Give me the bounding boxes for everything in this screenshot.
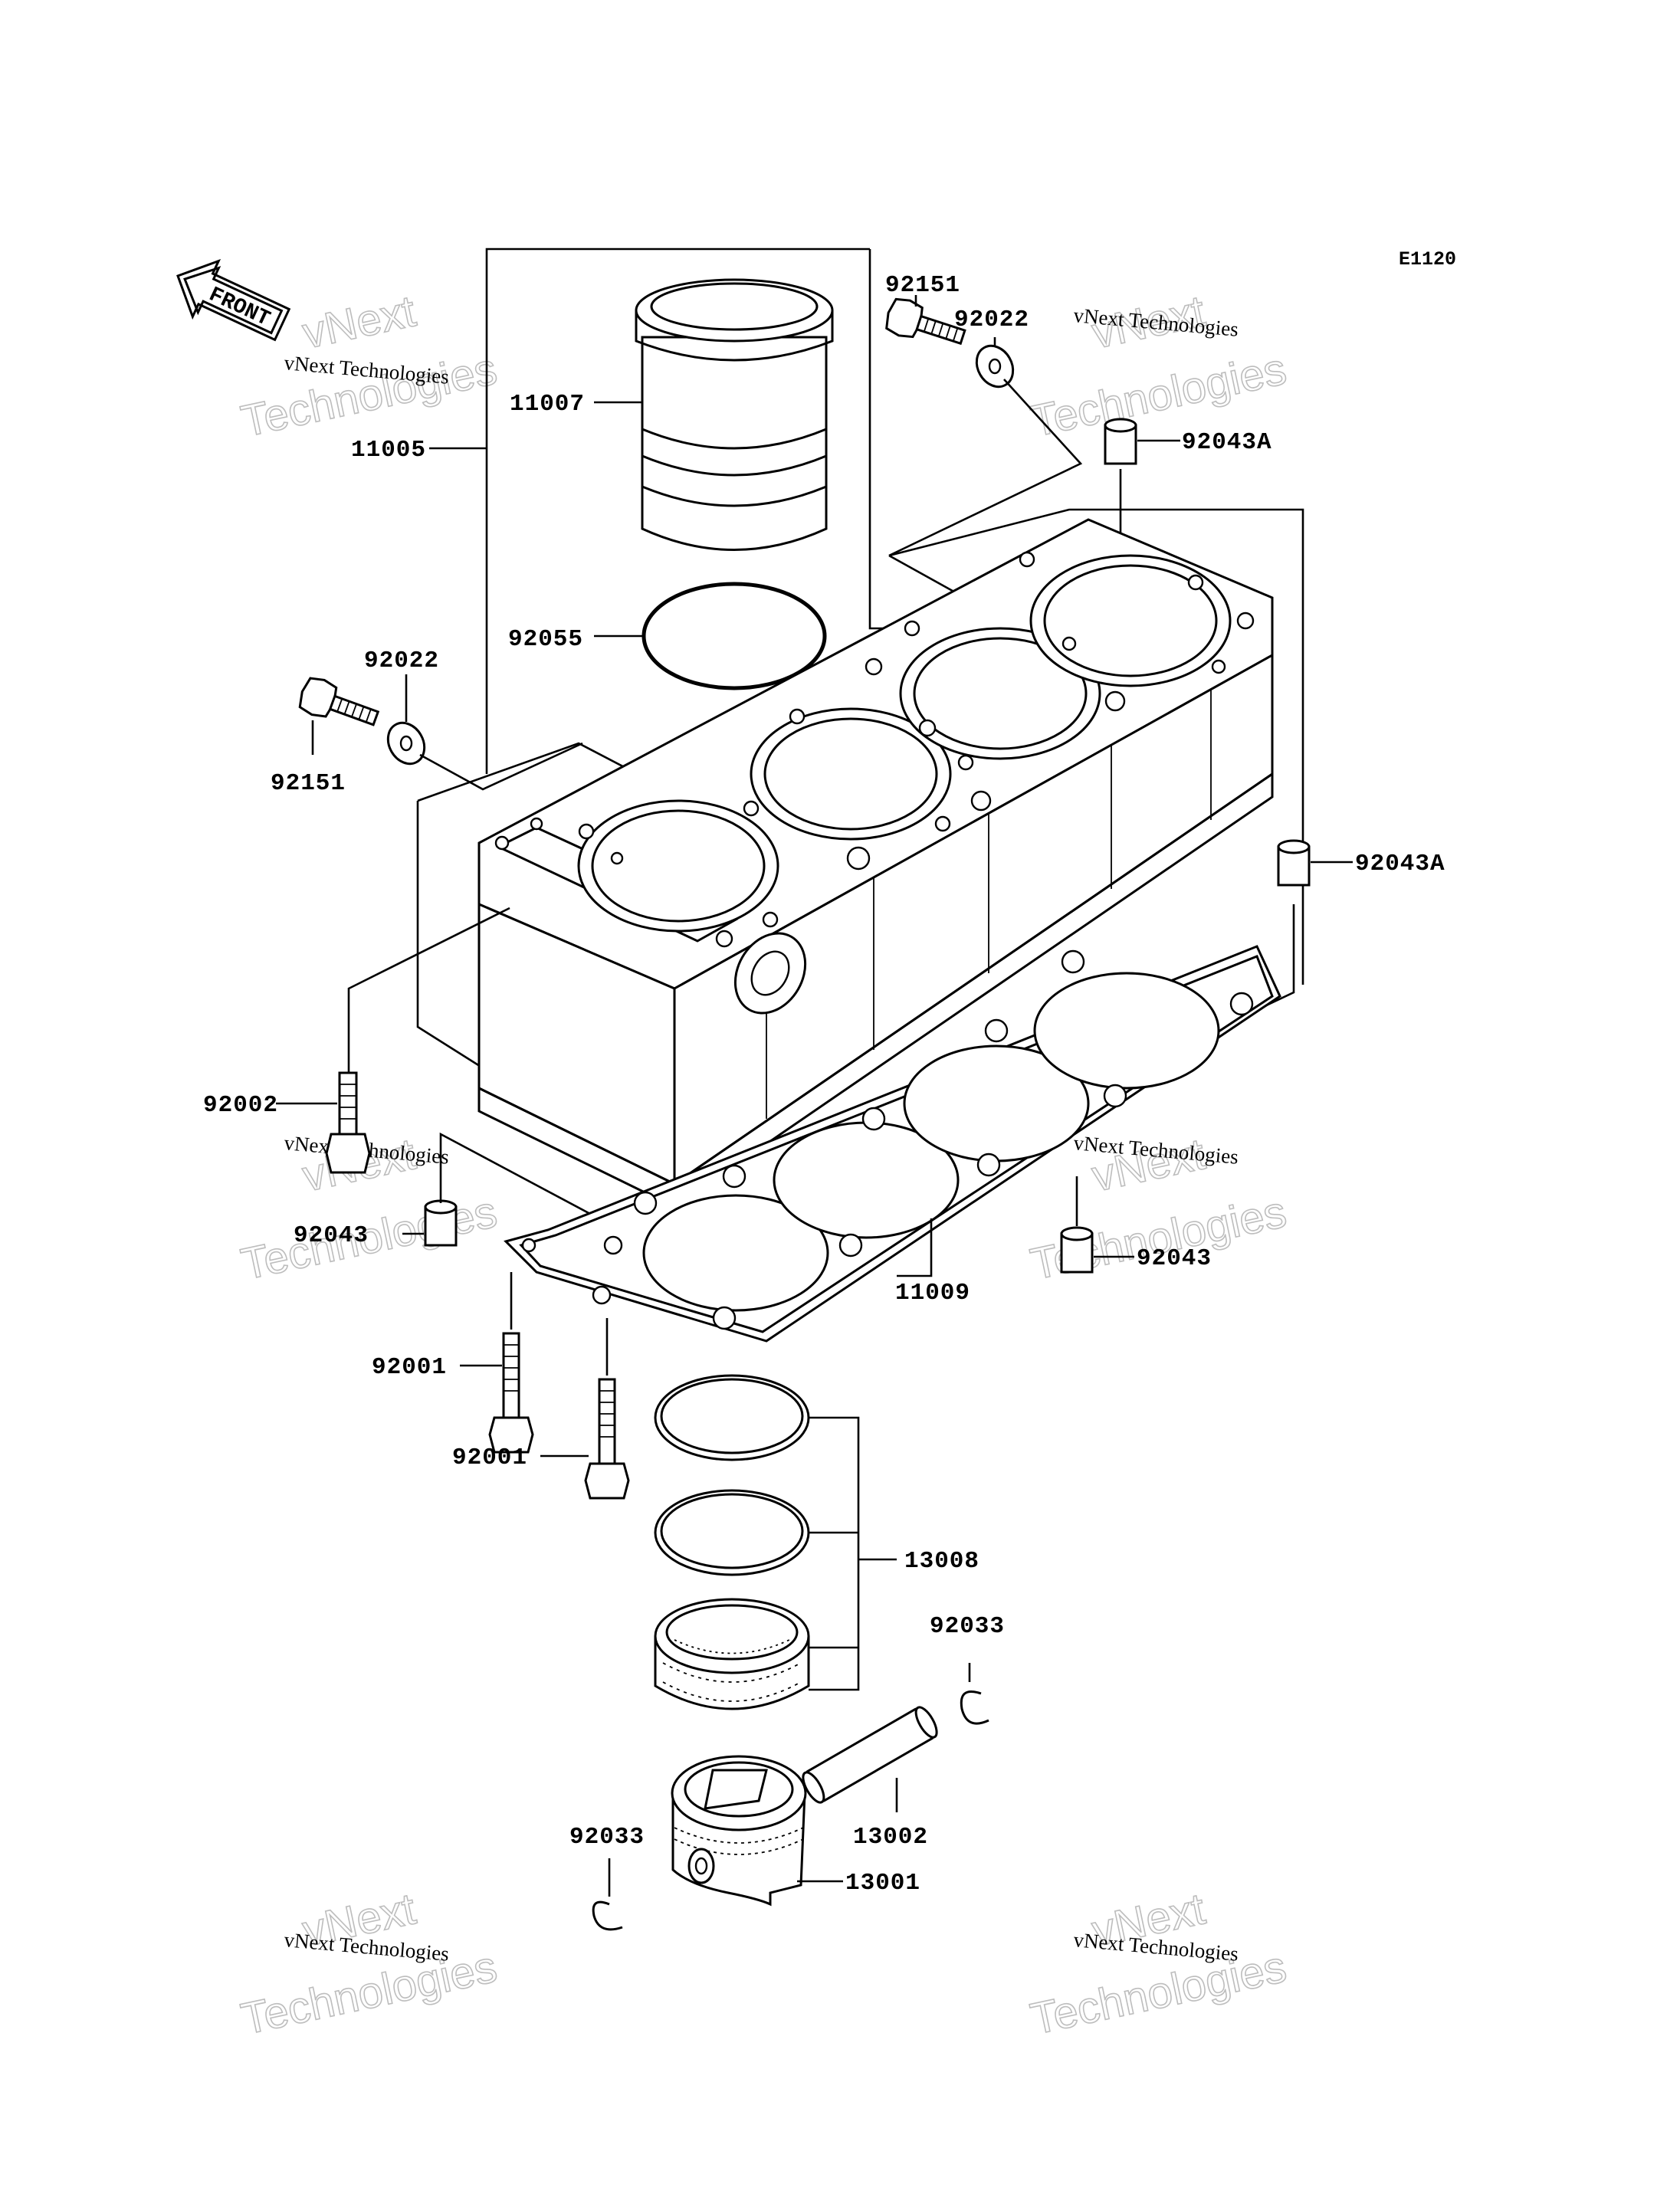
label-92033-right: 92033 xyxy=(930,1613,1005,1640)
label-92151-top: 92151 xyxy=(885,272,960,299)
label-92055: 92055 xyxy=(508,626,583,653)
label-92022-left: 92022 xyxy=(364,648,439,674)
label-92001-b: 92001 xyxy=(452,1444,527,1471)
figure-code: E1120 xyxy=(1399,248,1456,271)
part-labels: 92151 92022 92043A 11007 11005 92055 920… xyxy=(203,272,1445,1897)
watermark-top-right: vNext Technologies vNext Technologies xyxy=(1025,286,1291,448)
label-13008: 13008 xyxy=(904,1548,979,1575)
circlip-right xyxy=(960,1690,989,1725)
cylinder-block xyxy=(477,518,1274,1208)
watermark-bottom-left: vNext Technologies vNext Technologies xyxy=(236,1884,501,2045)
bolt-92001-b xyxy=(584,1378,630,1500)
piston xyxy=(671,1755,807,1907)
label-92151-left: 92151 xyxy=(271,770,346,797)
piston-ring-top xyxy=(654,1374,810,1461)
bolt-92001-a xyxy=(488,1332,534,1454)
bolt-left xyxy=(298,677,380,726)
dowel-right xyxy=(1277,839,1311,887)
piston-pin xyxy=(802,1706,938,1804)
dowel-left xyxy=(424,1199,458,1247)
label-92043-left: 92043 xyxy=(294,1222,369,1249)
o-ring xyxy=(641,582,827,690)
piston-ring-second xyxy=(654,1489,810,1576)
bolt-top xyxy=(885,297,966,346)
label-11009: 11009 xyxy=(895,1280,970,1307)
dowel-lower-right xyxy=(1060,1226,1094,1274)
cylinder-sleeve xyxy=(635,278,834,551)
label-11005: 11005 xyxy=(351,437,426,464)
label-92043A-right: 92043A xyxy=(1355,851,1445,877)
dowel-top xyxy=(1104,418,1137,465)
watermark-big-text: Technologies xyxy=(237,1187,501,1290)
front-arrow-icon: FRONT xyxy=(176,259,291,342)
label-92002: 92002 xyxy=(203,1092,278,1119)
stud-bolt xyxy=(325,1071,371,1174)
label-92001-a: 92001 xyxy=(372,1354,447,1381)
washer-left xyxy=(386,721,426,766)
label-11007: 11007 xyxy=(510,391,585,418)
circlip-left xyxy=(592,1900,623,1931)
cylinder-head-gasket xyxy=(504,945,1281,1343)
label-92043A-top: 92043A xyxy=(1182,429,1272,456)
oil-ring xyxy=(654,1598,810,1710)
label-13001: 13001 xyxy=(845,1870,920,1897)
watermark-bottom-right: vNext Technologies vNext Technologies xyxy=(1025,1884,1291,2045)
label-92022-top: 92022 xyxy=(954,307,1029,333)
label-92033-left: 92033 xyxy=(569,1824,645,1851)
label-92043-right: 92043 xyxy=(1137,1245,1212,1272)
washer-top xyxy=(975,344,1015,389)
watermark-big-text: vNext xyxy=(298,286,420,358)
label-13002: 13002 xyxy=(853,1824,928,1851)
